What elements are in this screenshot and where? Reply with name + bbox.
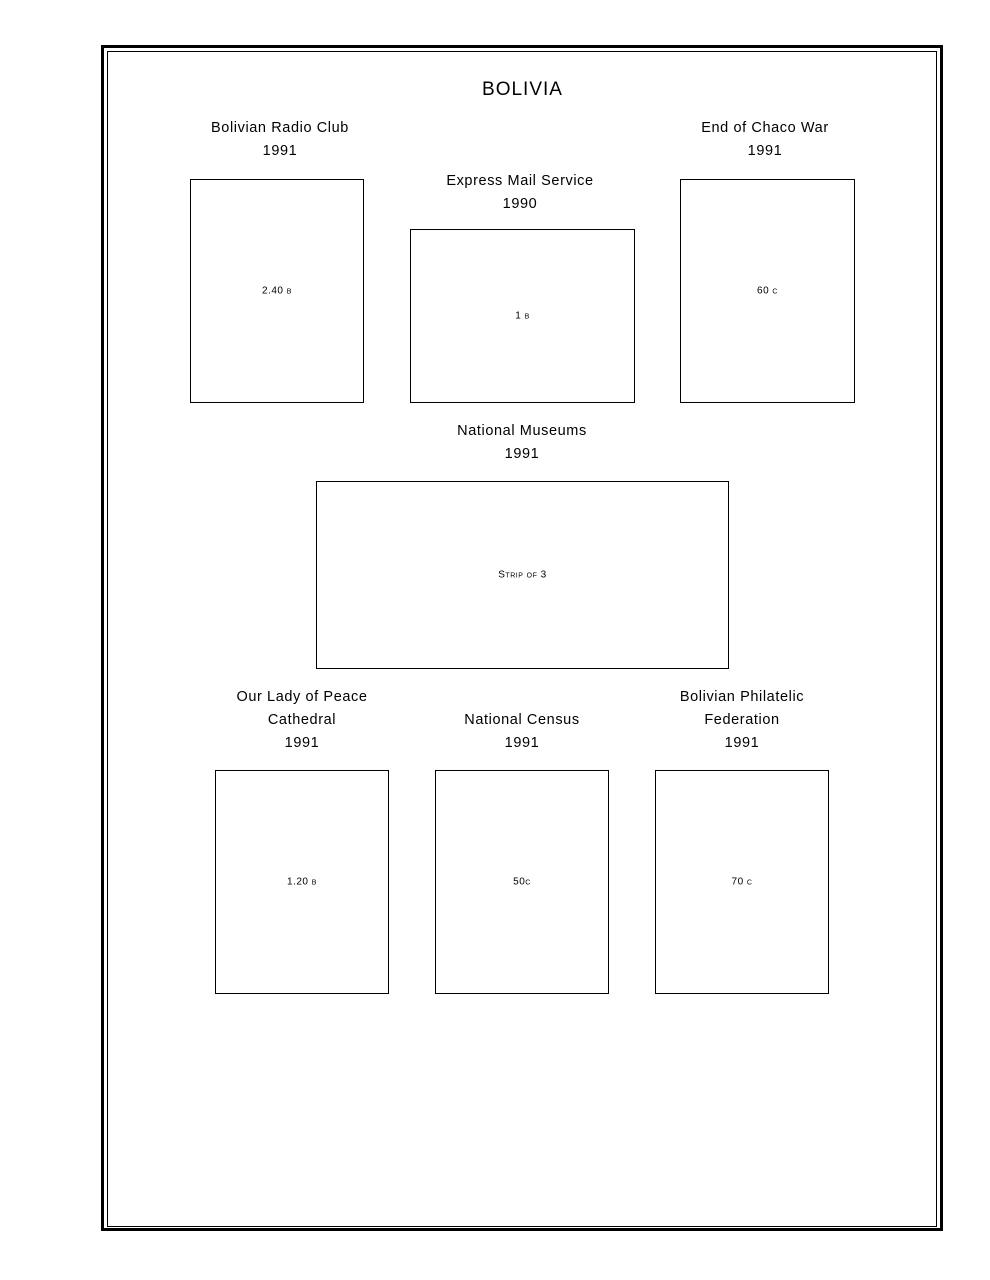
set-caption-our-lady-of-peace: Our Lady of Peace Cathedral 1991 bbox=[202, 686, 402, 755]
set-year: 1991 bbox=[747, 143, 783, 159]
stamp-denomination: Strip of 3 bbox=[498, 569, 547, 581]
set-year: 1991 bbox=[724, 735, 760, 751]
set-caption-radio-club: Bolivian Radio Club 1991 bbox=[180, 117, 380, 163]
stamp-denomination: 70 c bbox=[731, 876, 753, 888]
set-title-line: National Census bbox=[464, 712, 580, 728]
set-title-line: Federation bbox=[704, 712, 780, 728]
set-year: 1991 bbox=[504, 446, 540, 462]
set-title-line: Bolivian Radio Club bbox=[211, 120, 349, 136]
set-title-line: Cathedral bbox=[267, 712, 337, 728]
set-caption-express-mail: Express Mail Service 1990 bbox=[420, 170, 620, 216]
stamp-denomination: 50c bbox=[513, 876, 531, 888]
stamp-denomination: 1.20 b bbox=[287, 876, 317, 888]
stamp-slot-national-census: 50c bbox=[435, 770, 609, 994]
set-year: 1991 bbox=[504, 735, 540, 751]
set-title-line: Our Lady of Peace bbox=[236, 689, 368, 705]
stamp-slot-express-mail: 1 b bbox=[410, 229, 635, 403]
set-title-line: Express Mail Service bbox=[446, 173, 594, 189]
stamp-slot-our-lady-of-peace: 1.20 b bbox=[215, 770, 389, 994]
stamp-denomination: 60 c bbox=[757, 285, 778, 297]
set-title-line: End of Chaco War bbox=[701, 120, 829, 136]
stamp-denomination: 1 b bbox=[515, 310, 530, 322]
set-title-line: Bolivian Philatelic bbox=[679, 689, 805, 705]
set-title-line: National Museums bbox=[457, 423, 587, 439]
set-caption-national-census: National Census 1991 bbox=[422, 709, 622, 755]
set-year: 1990 bbox=[502, 196, 538, 212]
stamp-denomination: 2.40 b bbox=[262, 285, 292, 297]
stamp-slot-philatelic-federation: 70 c bbox=[655, 770, 829, 994]
set-caption-national-museums: National Museums 1991 bbox=[422, 420, 622, 466]
set-year: 1991 bbox=[262, 143, 298, 159]
page-border-inner bbox=[107, 51, 937, 1227]
stamp-slot-radio-club: 2.40 b bbox=[190, 179, 364, 403]
set-caption-chaco-war: End of Chaco War 1991 bbox=[665, 117, 865, 163]
set-caption-philatelic-federation: Bolivian Philatelic Federation 1991 bbox=[642, 686, 842, 755]
page-border-outer bbox=[101, 45, 943, 1231]
stamp-slot-national-museums: Strip of 3 bbox=[316, 481, 729, 669]
page-title: BOLIVIA bbox=[482, 79, 563, 100]
stamp-slot-chaco-war: 60 c bbox=[680, 179, 855, 403]
set-year: 1991 bbox=[284, 735, 320, 751]
